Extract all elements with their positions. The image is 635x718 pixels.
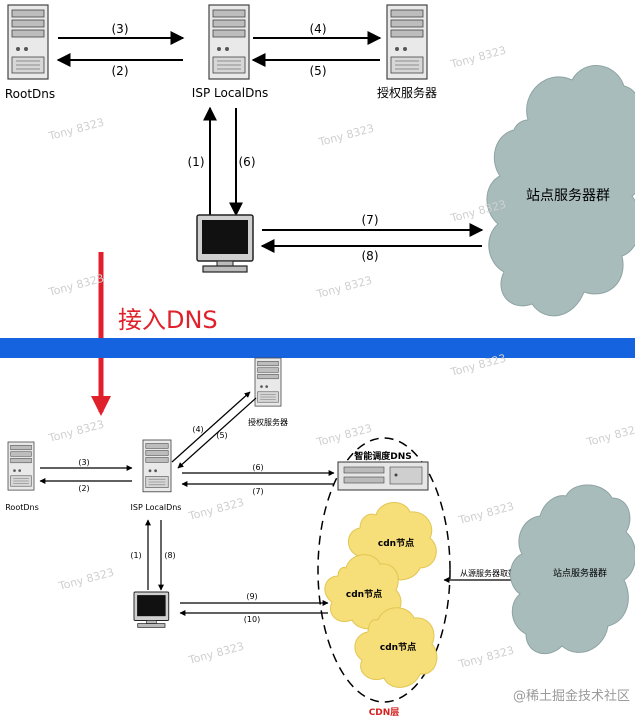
- top-root-server-icon: [7, 4, 49, 80]
- bottom-root-server-icon: [7, 441, 35, 491]
- bottom-step-5: (5): [216, 431, 227, 440]
- cdn-node-label-3: cdn节点: [380, 641, 416, 653]
- top-auth-label: 授权服务器: [377, 85, 437, 100]
- watermark-5: Tony 8323: [314, 274, 373, 301]
- bottom-step-7: (7): [252, 487, 263, 496]
- top-section: RootDns ISP LocalDns 授权服务器 (3) (2) (4) (…: [5, 4, 635, 317]
- origin-fetch-label: 从源服务器取数据: [460, 568, 524, 578]
- bottom-root-label: RootDns: [5, 503, 39, 512]
- bottom-isp-label: ISP LocalDns: [131, 503, 182, 512]
- smart-dns-server-icon: [337, 461, 429, 491]
- top-step-3: (3): [112, 22, 129, 36]
- watermark-2: Tony 8323: [316, 122, 375, 149]
- top-step-1: (1): [188, 155, 205, 169]
- top-step-6: (6): [239, 155, 256, 169]
- cdn-layer-boundary: [317, 437, 451, 703]
- transition-section: 接入DNS: [0, 252, 635, 416]
- cdn-node-label-1: cdn节点: [378, 537, 414, 549]
- watermark-12: Tony 8323: [56, 566, 115, 593]
- watermark-14: Tony 8323: [456, 500, 515, 527]
- cdn-layer-label: CDN层: [369, 707, 400, 718]
- cdn-node-cloud-icon-3: [354, 607, 438, 688]
- bottom-section: RootDns ISP LocalDns 授权服务器 (3) (2) (4) (…: [5, 357, 635, 718]
- bottom-step-9: (9): [246, 592, 257, 601]
- bottom-step-3: (3): [78, 458, 89, 467]
- top-step-2: (2): [112, 64, 129, 78]
- bottom-step-1: (1): [130, 551, 141, 560]
- top-client-monitor-icon: [196, 214, 254, 273]
- bottom-step-2: (2): [78, 484, 89, 493]
- top-step-5: (5): [310, 64, 327, 78]
- section-divider: [0, 338, 635, 358]
- cdn-node-label-2: cdn节点: [346, 588, 382, 600]
- top-root-label: RootDns: [5, 87, 55, 101]
- top-step-8: (8): [362, 249, 379, 263]
- bottom-arrow-5: [177, 397, 257, 469]
- watermark-8: Tony 8323: [186, 496, 245, 523]
- watermark-11: Tony 8323: [584, 422, 635, 449]
- watermark-13: Tony 8323: [186, 640, 245, 667]
- bottom-step-6: (6): [252, 463, 263, 472]
- bottom-auth-server-icon: [254, 357, 282, 407]
- bottom-site-label: 站点服务器群: [553, 567, 607, 579]
- watermark-6: Tony 8323: [46, 272, 105, 299]
- bottom-site-cloud-icon: [510, 484, 635, 655]
- bottom-step-8: (8): [164, 551, 175, 560]
- smart-dns-label: 智能调度DNS: [354, 450, 412, 462]
- bottom-client-monitor-icon: [133, 591, 170, 628]
- watermark-3: Tony 8323: [448, 44, 507, 71]
- bottom-step-4: (4): [192, 425, 203, 434]
- top-step-4: (4): [310, 22, 327, 36]
- top-isp-server-icon: [208, 4, 250, 80]
- watermark-7: Tony 8323: [46, 418, 105, 445]
- watermark-9: Tony 8323: [314, 422, 373, 449]
- bottom-auth-label: 授权服务器: [248, 417, 288, 427]
- bottom-step-10: (10): [244, 615, 260, 624]
- watermark-1: Tony 8323: [46, 116, 105, 143]
- bottom-isp-server-icon: [142, 439, 172, 493]
- top-isp-label: ISP LocalDns: [192, 86, 268, 100]
- access-dns-label: 接入DNS: [118, 306, 218, 334]
- watermark-15: Tony 8323: [456, 644, 515, 671]
- top-step-7: (7): [362, 213, 379, 227]
- top-site-label: 站点服务器群: [526, 188, 610, 204]
- footer-credit: @稀土掘金技术社区: [513, 688, 630, 704]
- bottom-arrow-4: [171, 391, 251, 463]
- top-auth-server-icon: [386, 4, 428, 80]
- top-site-cloud-icon: [486, 65, 635, 317]
